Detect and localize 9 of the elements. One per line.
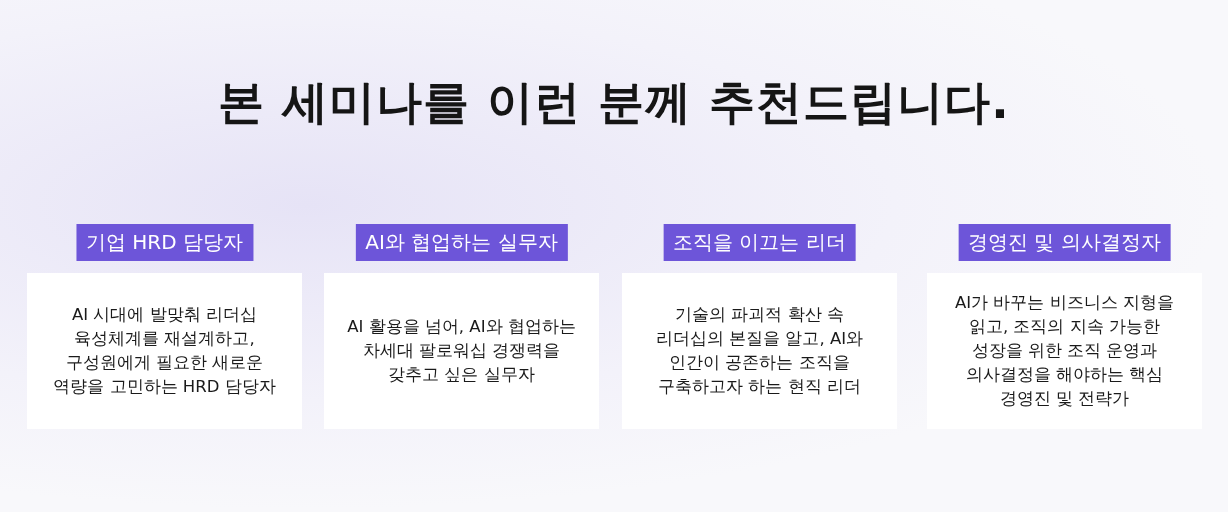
heading: 본 세미나를 이런 분께 추천드립니다. — [218, 75, 1010, 129]
category-tag: 기업 HRD 담당자 — [75, 224, 254, 261]
category-tag: AI와 협업하는 실무자 — [355, 224, 568, 261]
card-text: AI 활용을 넘어, AI와 협업하는 차세대 팔로워십 경쟁력을 갖추고 싶은 실무자 — [346, 316, 577, 386]
card-text: AI 시대에 발맞춰 리더십 육성체계를 재설계하고, 구성원에게 필요한 새로운 역량을 고민하는 HRD 담당자 — [52, 304, 277, 398]
category-tag: 조직을 이끄는 리더 — [663, 224, 856, 261]
category-tag: 경영진 및 의사결정자 — [958, 224, 1171, 261]
card-text: AI가 바꾸는 비즈니스 지형을 읽고, 조직의 지속 가능한 성장을 위한 조직 운영과 의사결정을 해야하는 핵심 경영진 및 전략가 — [954, 292, 1175, 410]
card-text: 기술의 파괴적 확산 속 리더십의 본질을 알고, AI와 인간이 공존하는 조직을 구축하고자 하는 현직 리더 — [654, 304, 865, 398]
